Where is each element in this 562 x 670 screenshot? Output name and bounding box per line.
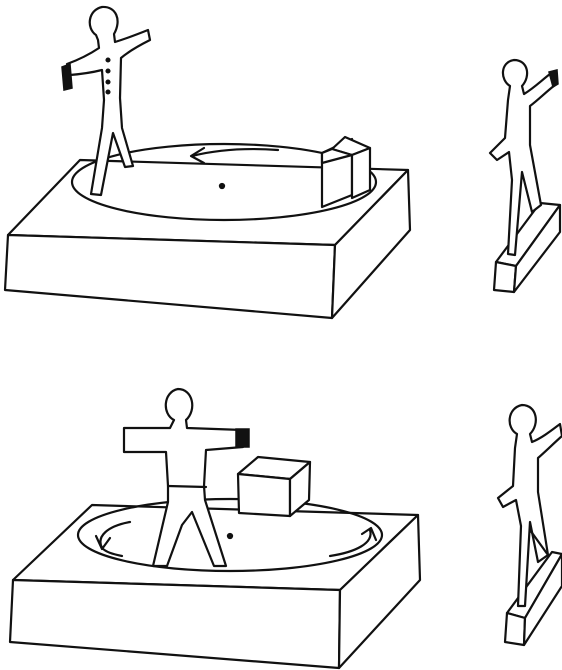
top-observer bbox=[490, 60, 560, 292]
top-axis-dot bbox=[220, 184, 225, 189]
top-observer-pedestal-front bbox=[494, 262, 516, 292]
top-platform-front-face bbox=[5, 235, 335, 318]
bottom-box bbox=[238, 457, 310, 516]
top-person-left-hand bbox=[62, 64, 72, 90]
bottom-platform bbox=[10, 499, 420, 668]
bottom-axis-dot bbox=[228, 534, 233, 539]
bottom-platform-front-face bbox=[10, 580, 340, 668]
top-rotation-arrow bbox=[191, 148, 278, 163]
bottom-panel bbox=[10, 389, 562, 668]
bottom-observer-pedestal-front bbox=[505, 613, 525, 645]
bottom-person-right-hand bbox=[236, 429, 249, 447]
top-panel bbox=[5, 7, 560, 318]
bottom-observer bbox=[498, 405, 562, 645]
